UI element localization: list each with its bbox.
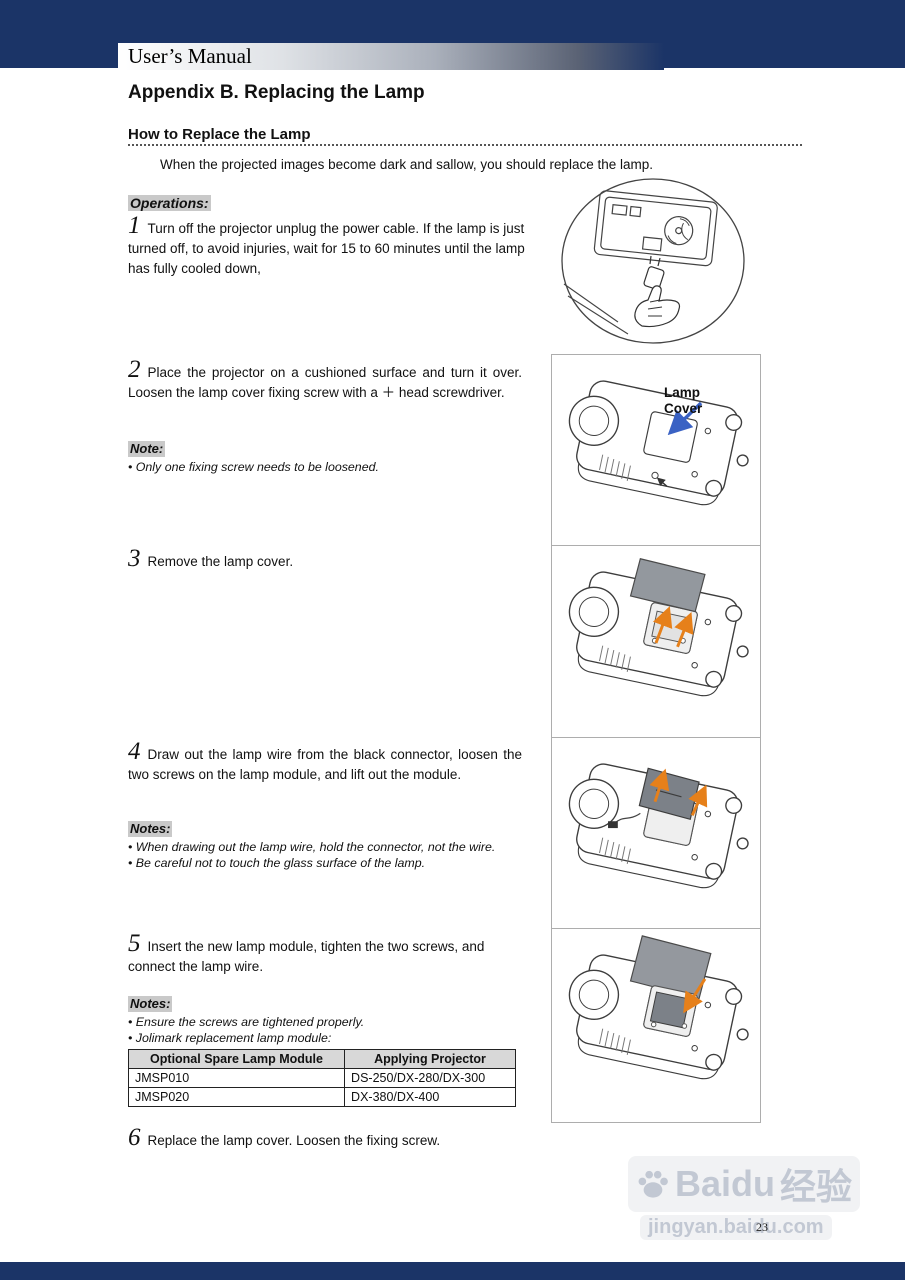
power-plug xyxy=(643,255,665,290)
step-6-number: 6 xyxy=(128,1124,141,1151)
top-navy-band: User’s Manual xyxy=(0,0,905,70)
baidu-paw-icon xyxy=(638,1170,668,1198)
black-connector xyxy=(608,821,618,829)
table-cell: DS-250/DX-280/DX-300 xyxy=(344,1068,516,1088)
step-4-number: 4 xyxy=(128,738,141,765)
step-5-number: 5 xyxy=(128,930,141,957)
orange-arrow-icon xyxy=(688,784,708,816)
figure-stack: Lamp Cover xyxy=(551,354,761,1123)
figure-step2-box: Lamp Cover xyxy=(551,354,761,546)
figure-step3-box xyxy=(551,545,761,738)
section-title: How to Replace the Lamp xyxy=(128,126,311,143)
figure-step5-box xyxy=(551,928,761,1123)
table-header-cell: Optional Spare Lamp Module xyxy=(127,1049,346,1069)
orange-arrow-icon xyxy=(649,768,670,803)
figure-step4-lift-module xyxy=(553,739,759,925)
watermark-url: jingyan.baidu.com xyxy=(640,1215,832,1240)
removed-lamp-cover xyxy=(629,558,706,613)
bottom-navy-band xyxy=(0,1262,905,1280)
step-3: 3 Remove the lamp cover. xyxy=(128,546,526,572)
fan-icon xyxy=(664,216,694,246)
note-label: Note: xyxy=(128,441,166,457)
dotted-divider xyxy=(128,132,802,146)
step-6: 6 Replace the lamp cover. Loosen the fixi… xyxy=(128,1125,588,1151)
figure-ellipse xyxy=(561,178,745,344)
lamp-cavity-with-module xyxy=(643,985,698,1037)
watermark: Baidu 经验 jingyan.baidu.com xyxy=(628,1156,861,1240)
table-header-cell: Applying Projector xyxy=(344,1049,516,1069)
step-3-text: Remove the lamp cover. xyxy=(147,554,294,569)
table-cell: JMSP010 xyxy=(127,1068,346,1088)
page-title: Appendix B. Replacing the Lamp xyxy=(128,82,425,103)
screw-arrow-icon xyxy=(656,477,668,487)
hand-illustration xyxy=(634,285,681,328)
header-title: User’s Manual xyxy=(128,44,252,68)
table-edge-lines xyxy=(563,283,629,335)
blue-arrow-icon xyxy=(667,401,703,436)
operations-label-text: Operations: xyxy=(128,195,211,211)
note-line: • Be careful not to touch the glass surf… xyxy=(128,856,426,870)
orange-arrow-icon xyxy=(652,606,673,644)
note-line: • Ensure the screws are tightened proper… xyxy=(128,1015,365,1029)
step-3-number: 3 xyxy=(128,545,141,572)
lamp-module-table: Optional Spare Lamp Module Applying Proj… xyxy=(127,1049,516,1107)
table-row: JMSP020 DX-380/DX-400 xyxy=(127,1087,516,1107)
projector-rear-panel xyxy=(593,190,718,267)
figure-step5-insert-module xyxy=(553,935,759,1116)
figure-step2-projector-bottom xyxy=(553,356,759,542)
figure-step1-unplug-illustration xyxy=(561,178,745,344)
page-number: 23 xyxy=(756,1220,768,1234)
note-label: Notes: xyxy=(128,821,173,837)
step-1-number: 1 xyxy=(128,212,141,239)
operations-label: Operations: xyxy=(128,195,211,211)
header-title-bar: User’s Manual xyxy=(118,43,664,70)
note-line: • When drawing out the lamp wire, hold t… xyxy=(128,840,496,854)
step-6-text: Replace the lamp cover. Loosen the fixin… xyxy=(147,1133,441,1148)
step-5-notes: Notes: • Ensure the screws are tightened… xyxy=(127,996,520,1107)
note-line: • Only one fixing screw needs to be loos… xyxy=(128,460,379,474)
watermark-brand: Baidu xyxy=(675,1163,776,1204)
step-4-text: Draw out the lamp wire from the black co… xyxy=(128,747,522,782)
table-cell: DX-380/DX-400 xyxy=(344,1087,516,1107)
note-label: Notes: xyxy=(128,996,173,1012)
step-2-text: Place the projector on a cushioned surfa… xyxy=(128,365,522,400)
step-1-text: Turn off the projector unplug the power … xyxy=(128,221,525,276)
orange-arrow-icon xyxy=(683,978,707,1014)
hand-finger-lines xyxy=(647,299,663,317)
table-row: JMSP010 DS-250/DX-280/DX-300 xyxy=(127,1068,516,1088)
table-header-row: Optional Spare Lamp Module Applying Proj… xyxy=(127,1049,516,1069)
figure-step4-box xyxy=(551,737,761,929)
note-line: • Jolimark replacement lamp module: xyxy=(128,1031,332,1045)
step-2-notes: Note: • Only one fixing screw needs to b… xyxy=(128,441,468,475)
power-inlet xyxy=(641,236,663,252)
lamp-cover-label: Lamp Cover xyxy=(664,385,703,416)
step-5-text: Insert the new lamp module, tighten the … xyxy=(128,939,485,974)
step-2-number: 2 xyxy=(128,356,141,383)
table-cell: JMSP020 xyxy=(127,1087,346,1107)
watermark-brand-cn: 经验 xyxy=(780,1166,853,1207)
fixing-screw xyxy=(651,471,659,480)
watermark-brand-line: Baidu 经验 xyxy=(628,1156,861,1212)
orange-arrow-icon xyxy=(674,612,694,648)
intro-text: When the projected images become dark an… xyxy=(160,157,654,172)
step-4-notes: Notes: • When drawing out the lamp wire,… xyxy=(128,821,526,871)
figure-step3-remove-cover xyxy=(553,558,759,733)
